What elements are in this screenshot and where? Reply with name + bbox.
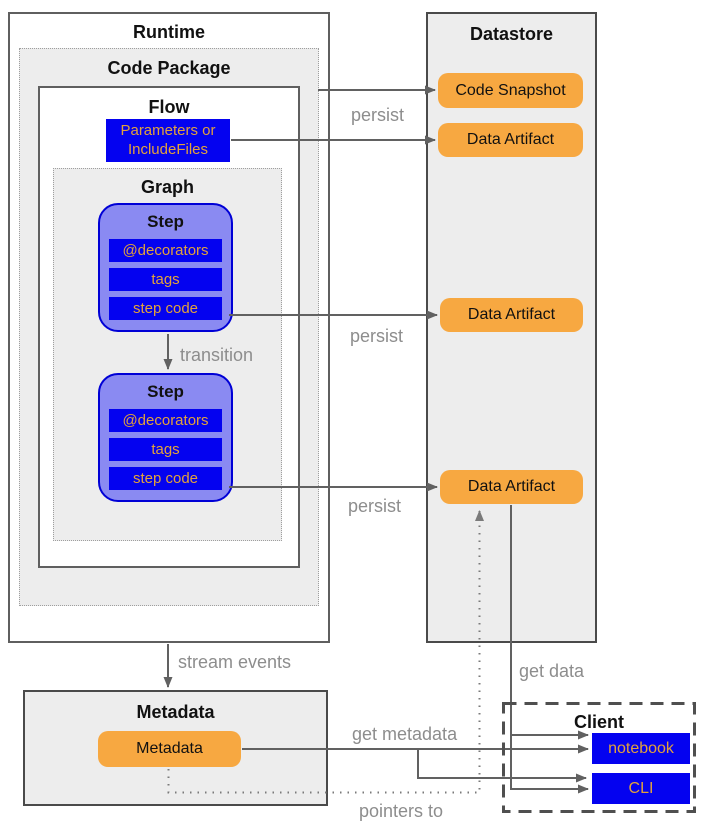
step-code-box: step code (109, 467, 222, 490)
data-artifact-chip-1: Data Artifact (438, 123, 583, 157)
persist-label-1: persist (351, 105, 405, 125)
runtime-title: Runtime (133, 22, 205, 42)
persist-label-2: persist (350, 326, 404, 346)
data-artifact-chip-2: Data Artifact (440, 298, 583, 332)
code-package-title: Code Package (107, 58, 231, 78)
step-2-rows: @decorators tags step code (100, 402, 231, 490)
step-1-title: Step (147, 212, 184, 231)
client-title: Client (573, 712, 624, 732)
persist-label-3: persist (348, 496, 402, 516)
step-1-rows: @decorators tags step code (100, 232, 231, 320)
step-code-box: step code (109, 297, 222, 320)
parameters-line1: Parameters or (120, 122, 216, 139)
parameters-line2: IncludeFiles (127, 141, 209, 158)
decorators-box: @decorators (109, 239, 222, 262)
datastore-title: Datastore (469, 24, 554, 44)
tags-box: tags (109, 268, 222, 291)
get-metadata-label: get metadata (352, 724, 458, 744)
parameters-box: Parameters or IncludeFiles (106, 119, 230, 162)
get-data-label: get data (519, 661, 585, 681)
step-2-title: Step (147, 382, 184, 401)
graph-title: Graph (140, 177, 194, 197)
metadata-title: Metadata (136, 702, 215, 722)
code-snapshot-chip: Code Snapshot (438, 73, 583, 108)
transition-label: transition (180, 345, 254, 365)
step-box-1: Step @decorators tags step code (98, 203, 233, 332)
decorators-box: @decorators (109, 409, 222, 432)
data-artifact-chip-3: Data Artifact (440, 470, 583, 504)
pointers-to-label: pointers to (359, 801, 444, 821)
metadata-chip: Metadata (98, 731, 241, 767)
notebook-box: notebook (592, 733, 690, 764)
flow-title: Flow (148, 97, 190, 117)
stream-events-label: stream events (178, 652, 292, 672)
step-box-2: Step @decorators tags step code (98, 373, 233, 502)
cli-box: CLI (592, 773, 690, 804)
tags-box: tags (109, 438, 222, 461)
